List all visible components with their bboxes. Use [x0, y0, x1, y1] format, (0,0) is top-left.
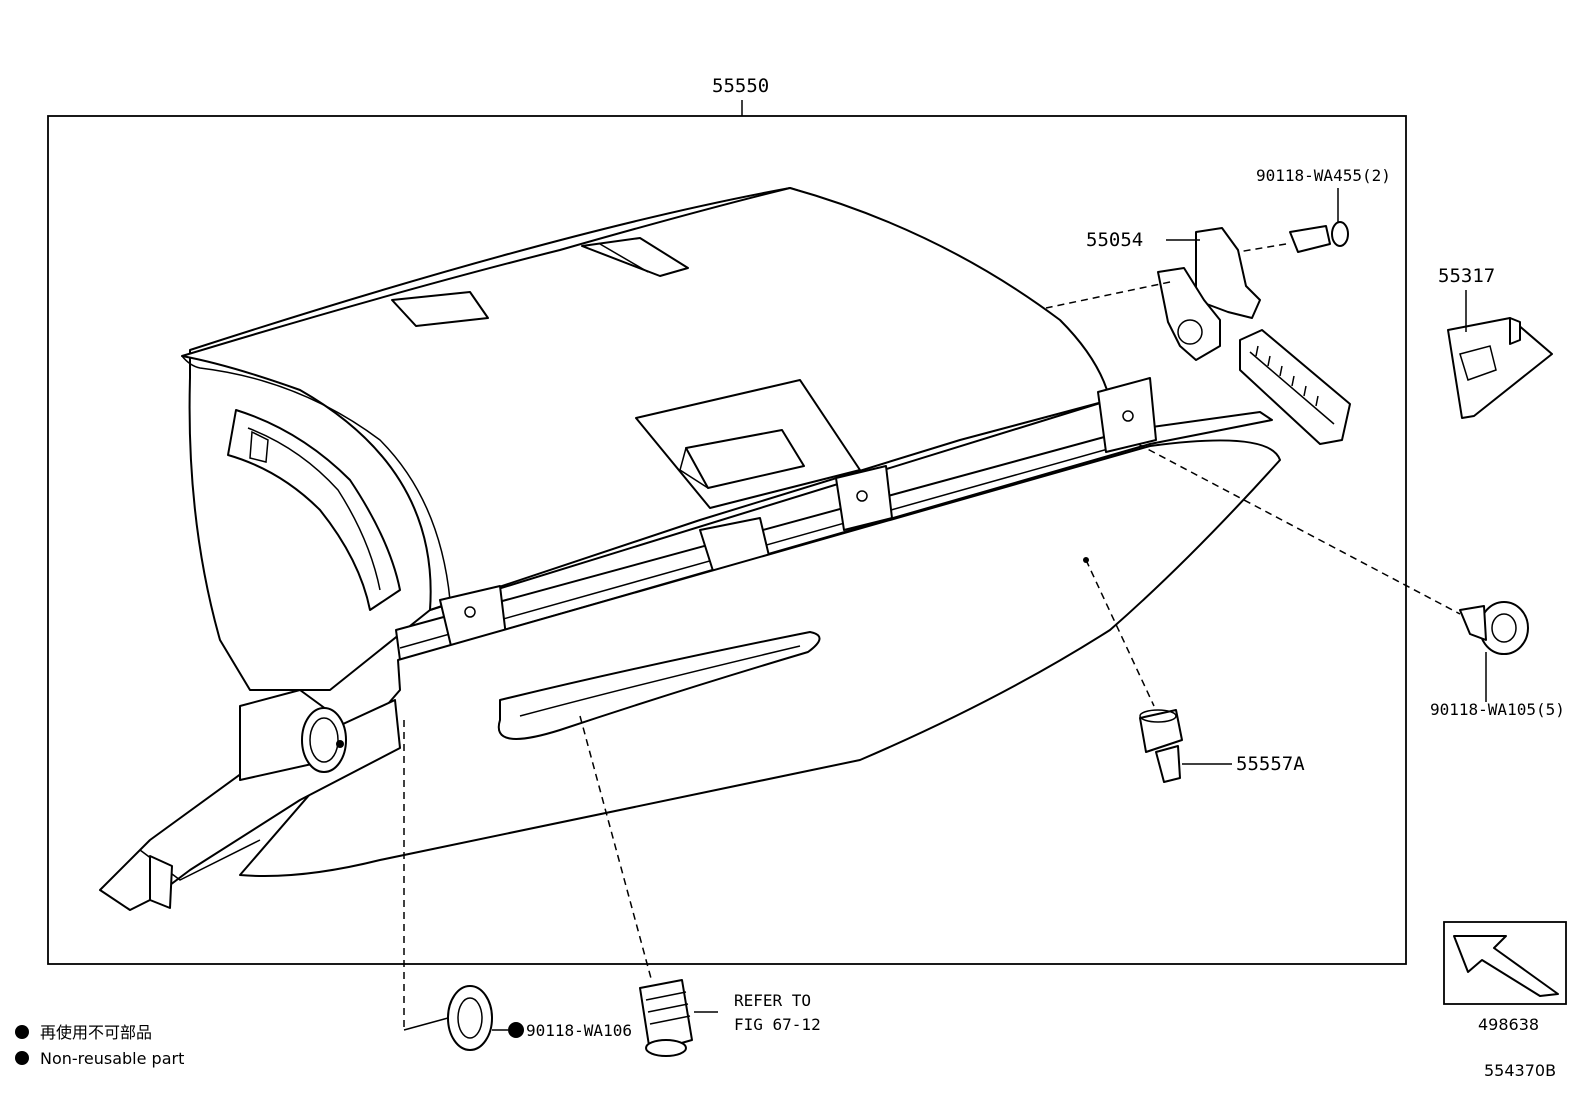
legend-jp: 再使用不可部品	[40, 1023, 152, 1042]
figure-code: 554370B	[1484, 1061, 1556, 1080]
legend-dot-en	[15, 1051, 29, 1065]
part-55317-cover[interactable]	[1447, 317, 1553, 419]
label-55557a[interactable]: 55557A	[1236, 753, 1305, 775]
label-55550[interactable]: 55550	[712, 75, 769, 97]
part-55557a-damper[interactable]	[1139, 709, 1183, 783]
legend-en: Non-reusable part	[40, 1049, 184, 1068]
label-90118-wa105[interactable]: 90118-WA105(5)	[1430, 700, 1565, 719]
glove-box[interactable]	[99, 187, 1281, 911]
part-55054-lock[interactable]	[1157, 227, 1351, 445]
legend-dot-jp	[15, 1025, 29, 1039]
part-lock-cylinder[interactable]	[639, 979, 693, 1057]
label-90118-wa455[interactable]: 90118-WA455(2)	[1256, 166, 1391, 185]
ref-code: 498638	[1478, 1015, 1539, 1034]
dash-box-to-wa105	[1137, 443, 1461, 615]
clip-wa105[interactable]	[1459, 601, 1529, 655]
label-55054[interactable]: 55054	[1086, 229, 1143, 251]
refer-line2[interactable]: FIG 67-12	[734, 1015, 821, 1034]
front-arrow-icon	[1453, 935, 1559, 997]
clip-wa455[interactable]	[1289, 221, 1349, 253]
dash-box-to-damper	[1085, 559, 1155, 707]
front-indicator-box	[1443, 921, 1567, 1005]
clip-wa106[interactable]	[447, 985, 493, 1051]
label-55317[interactable]: 55317	[1438, 265, 1495, 287]
label-90118-wa106[interactable]: 90118-WA106	[526, 1021, 632, 1040]
refer-line1[interactable]: REFER TO	[734, 991, 811, 1010]
dash-lock-to-box	[1045, 243, 1287, 309]
assembly-frame	[47, 115, 1407, 965]
dash-box-to-cylinder	[579, 715, 653, 983]
leader-wa106-in	[403, 1017, 449, 1031]
